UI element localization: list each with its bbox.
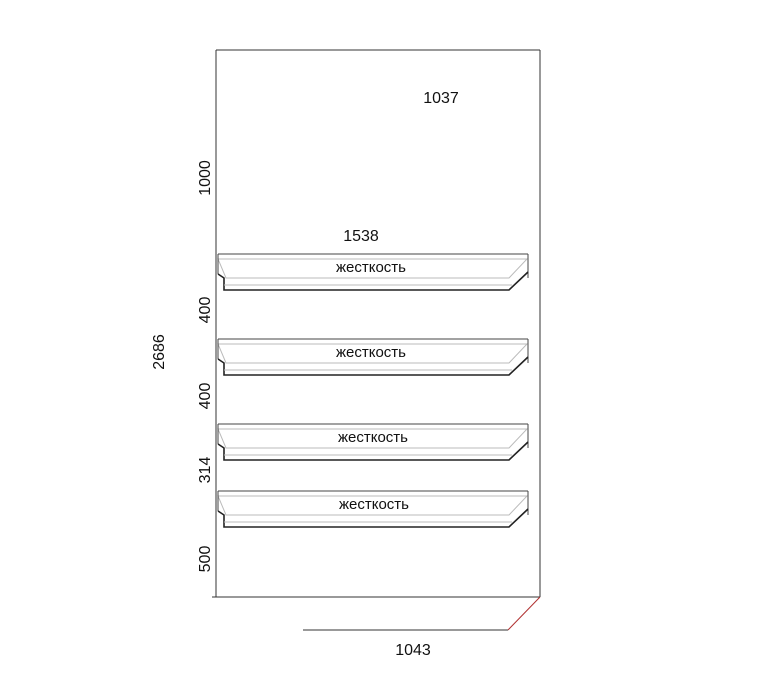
shelf-label: жесткость: [339, 496, 409, 513]
shelf: [217, 338, 529, 376]
shelf-label: жесткость: [338, 429, 408, 446]
shelf-label: жесткость: [336, 259, 406, 276]
total-height-label: 2686: [151, 334, 168, 370]
section-height-label: 500: [197, 546, 214, 573]
shelf: [217, 423, 529, 461]
base-line: [303, 596, 541, 631]
shelf: [217, 490, 529, 528]
shelf-width-label: 1538: [343, 228, 379, 245]
bottom-width-label: 1043: [395, 642, 431, 659]
shelf-label: жесткость: [336, 344, 406, 361]
shelf: [217, 253, 529, 291]
section-height-label: 1000: [197, 160, 214, 196]
section-height-label: 400: [197, 383, 214, 410]
top-width-label: 1037: [423, 90, 459, 107]
cabinet-frame: [212, 49, 541, 598]
section-height-label: 314: [197, 457, 214, 484]
section-height-label: 400: [197, 297, 214, 324]
